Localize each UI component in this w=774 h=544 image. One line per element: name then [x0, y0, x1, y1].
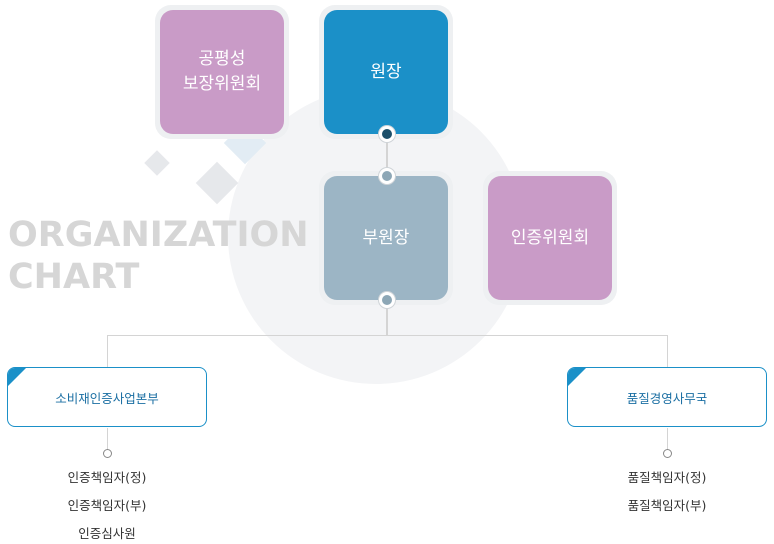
watermark-line-1: ORGANIZATION [8, 215, 309, 255]
connector-dot [379, 168, 395, 184]
connector-director-vice [386, 134, 388, 176]
connector-right-staff [667, 428, 668, 450]
node-director-label: 원장 [324, 10, 448, 134]
connector-horizontal [107, 335, 668, 336]
watermark-line-2: CHART [8, 257, 140, 297]
node-director: 원장 [319, 5, 453, 139]
org-chart-watermark: ORGANIZATION CHART [8, 214, 309, 298]
decorative-diamond [144, 150, 170, 176]
connector-left-dept [107, 335, 108, 367]
node-certification-committee-label: 인증위원회 [488, 176, 612, 300]
dept-consumer-certification-label: 소비재인증사업본부 [55, 390, 159, 406]
node-fairness-committee: 공평성 보장위원회 [155, 5, 289, 139]
staff-item: 인증심사원 [78, 526, 136, 541]
connector-dot [379, 126, 395, 142]
connector-right-dept [667, 335, 668, 367]
dept-quality-management: 품질경영사무국 [567, 367, 767, 427]
staff-connector-circle [103, 449, 112, 458]
staff-item: 인증책임자(정) [67, 470, 147, 485]
node-fairness-committee-label: 공평성 보장위원회 [160, 10, 284, 134]
connector-dot [379, 292, 395, 308]
connector-left-staff [107, 428, 108, 450]
staff-connector-circle [663, 449, 672, 458]
node-vice-director-label: 부원장 [324, 176, 448, 300]
staff-item: 품질책임자(부) [627, 498, 707, 513]
staff-item: 인증책임자(부) [67, 498, 147, 513]
connector-vice-branch [386, 300, 388, 336]
dept-consumer-certification: 소비재인증사업본부 [7, 367, 207, 427]
corner-accent [8, 368, 26, 386]
staff-item: 품질책임자(정) [627, 470, 707, 485]
corner-accent [568, 368, 586, 386]
dept-quality-management-label: 품질경영사무국 [626, 390, 708, 406]
node-vice-director: 부원장 [319, 171, 453, 305]
node-certification-committee: 인증위원회 [483, 171, 617, 305]
